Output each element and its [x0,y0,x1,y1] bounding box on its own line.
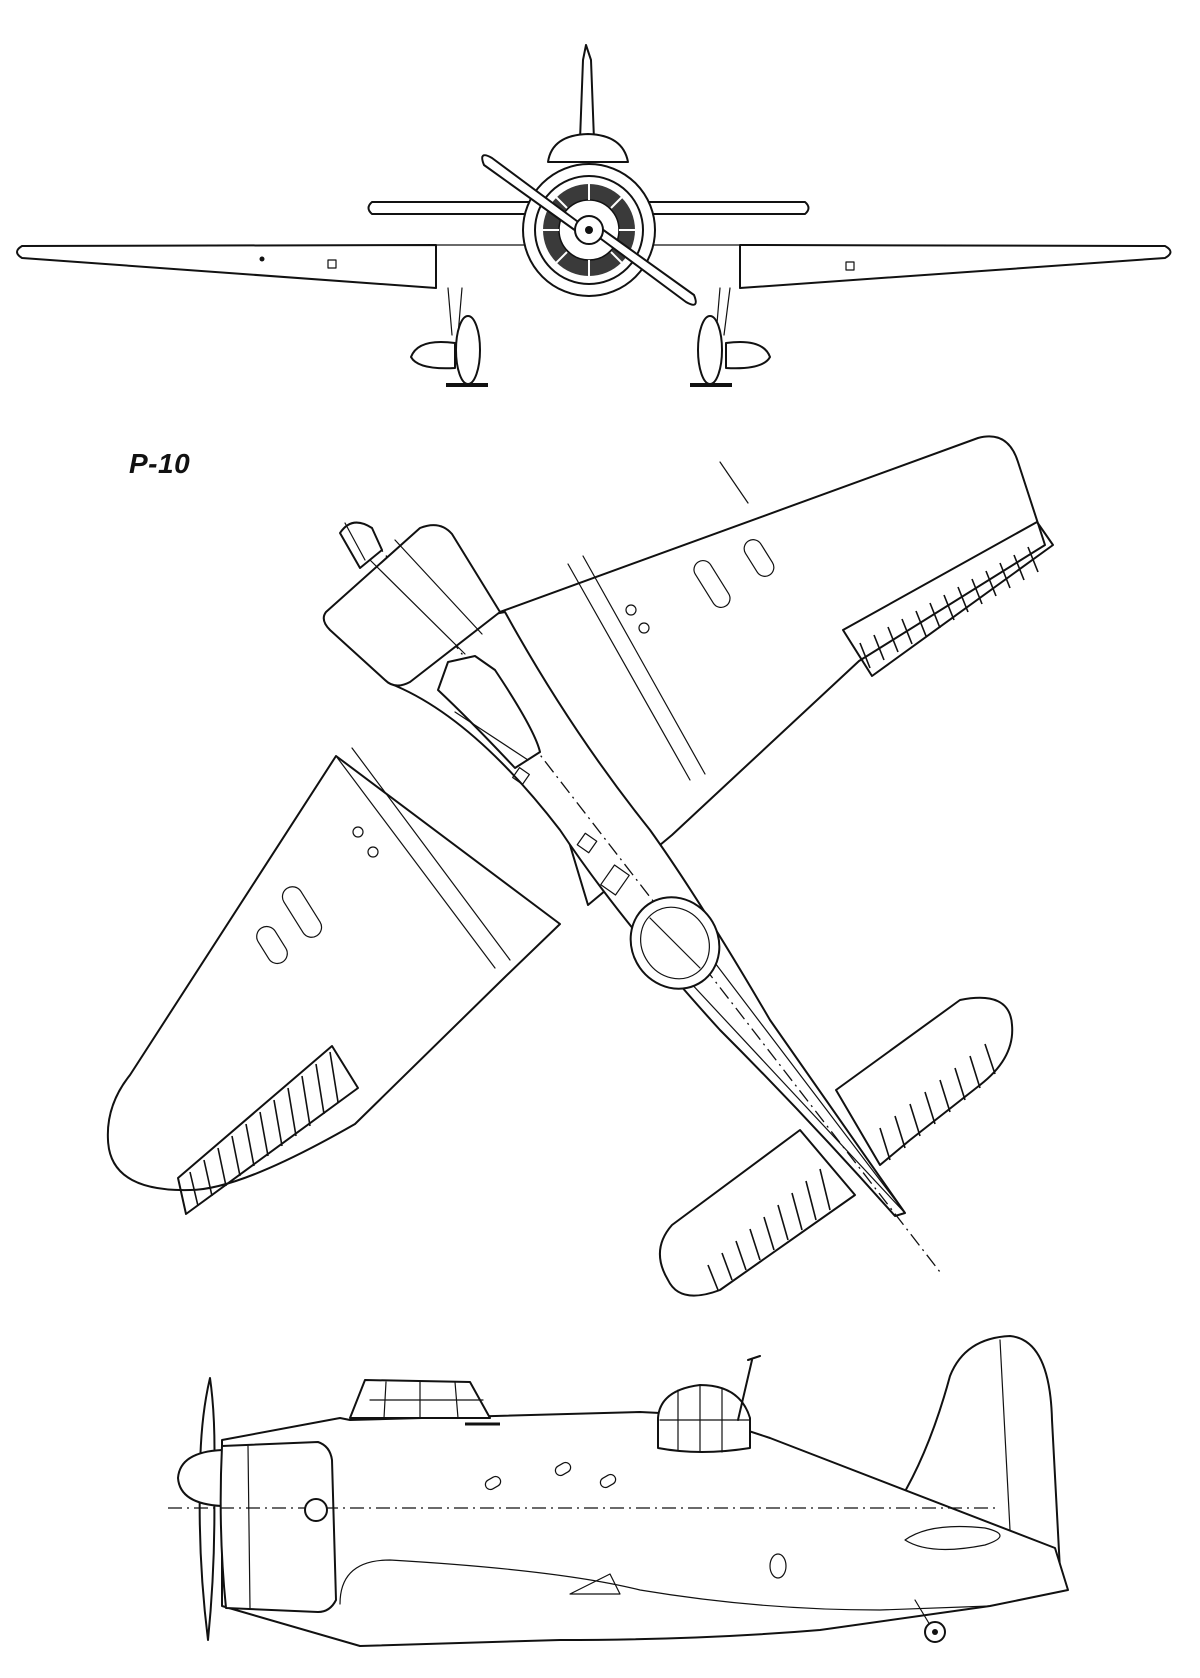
top-wing-right [499,435,1046,906]
top-gun [649,917,701,969]
side-tailwheel-hub [932,1629,938,1635]
front-ground-right [690,383,732,387]
side-prop-blade-lower [198,1479,216,1641]
front-wing-left [16,244,437,289]
top-wing-right-hatch-2 [743,539,775,577]
top-wing-right-spar-2 [582,555,706,775]
front-wing-right [739,244,1172,289]
top-wing-left-port-2 [367,846,379,858]
top-gunner-turret-inner [640,906,710,980]
side-tail-marking [904,1525,1001,1551]
top-wing-right-port-2 [638,622,650,634]
front-ground-left [446,383,488,387]
top-fuselage-taper-lines [659,929,906,1214]
top-wing-left [106,755,561,1192]
side-exhaust [304,1498,328,1522]
front-wing-marker-left [327,259,337,269]
top-cowling-seams [369,539,483,655]
side-cowling-seam [247,1445,251,1609]
front-cowling-inner [534,175,644,285]
top-wing-right-spar-1 [567,563,691,781]
side-port-3 [599,1473,617,1489]
top-wing-left-hatch-2 [256,925,288,965]
top-elevator-right-ribs [879,1043,996,1161]
top-wing-left-port-1 [352,826,364,838]
side-port-2 [554,1461,572,1477]
top-view [106,435,1054,1297]
front-wheel-left [455,315,481,385]
front-view [16,44,1172,387]
top-tailplane-right [835,996,1014,1166]
front-spinner-center [585,226,593,234]
side-gun [737,1355,761,1421]
side-fuselage [221,1411,1069,1647]
top-aileron-right-ribs [859,546,1039,669]
top-fuselage-panel-3 [600,864,630,896]
side-view [168,1335,1069,1647]
top-wing-right-hatch-1 [693,559,731,609]
front-spat-left [410,341,456,370]
front-prop-blade-lower [588,223,697,306]
top-prop-edge [344,522,366,561]
side-belly-contour [339,1559,991,1611]
front-spat-right [725,341,771,370]
top-canopy-front [437,655,541,769]
top-wing-left-spar-2 [351,747,511,961]
side-canopy-frames [369,1381,484,1419]
front-wing-marker-right [845,261,855,271]
side-engine-cowling [219,1441,337,1613]
front-canopy [547,133,629,163]
top-wing-right-port-1 [625,604,637,616]
front-wing-dot [259,256,265,262]
top-wing-left-spar-1 [335,755,496,969]
side-ventral-bay [569,1573,621,1595]
front-wheel-right [697,315,723,385]
top-aileron-left-ribs [189,1051,339,1207]
top-tailplane-left [659,1129,856,1297]
side-turret-frames [659,1385,751,1453]
top-aileron-left [177,1045,359,1215]
side-tailwheel-strut [914,1599,931,1626]
top-canopy-frame [454,711,529,761]
top-fuselage-panel-1 [512,767,530,785]
aircraft-designation: P-10 [129,448,191,479]
top-wing-left-hatch-1 [281,886,323,938]
top-aileron-right [842,521,1054,677]
top-elevator-left-ribs [707,1168,831,1291]
top-spinner [339,521,383,569]
side-port-1 [484,1475,502,1491]
top-fuselage-panel-2 [576,832,598,854]
side-spinner [177,1449,223,1507]
side-port-4 [769,1553,787,1579]
side-gunner-turret [657,1384,751,1453]
front-fin [579,44,595,141]
top-antenna [719,461,749,504]
front-tailplane [367,201,810,215]
front-prop-blade-upper [481,154,590,237]
